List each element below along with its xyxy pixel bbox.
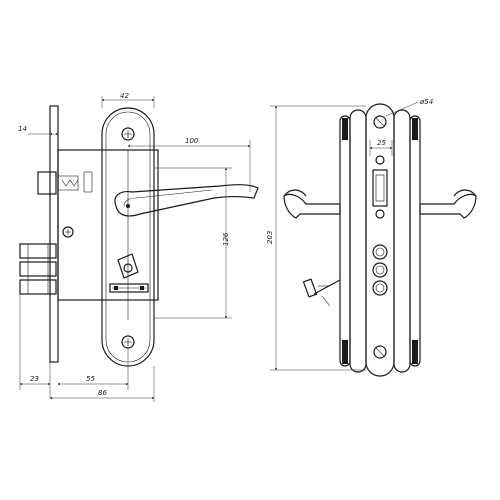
lock-faceplate: [49, 105, 59, 363]
cylinder-slot: [109, 283, 149, 293]
side-dimensions: 203 ø54 25: [266, 98, 433, 371]
top-screw-icon: [121, 127, 135, 141]
dim-54-label: ø54: [419, 98, 433, 106]
mortise-body: [57, 149, 159, 301]
bottom-screw-icon: [121, 335, 135, 349]
dim-14-label: 14: [18, 125, 27, 133]
right-lever-side: [419, 189, 477, 219]
dead-bolts: [19, 243, 57, 295]
outer-plate-right: [409, 115, 421, 367]
screw-icon: [62, 226, 74, 238]
bolt-hole: [372, 244, 388, 260]
outer-plate-left: [339, 115, 351, 367]
bolt-hole: [372, 262, 388, 278]
front-dimensions: 42 14 100 126 23 55 86: [18, 92, 251, 402]
lever-handle: [114, 184, 259, 217]
left-lever-side: [283, 189, 341, 219]
bolt-hole: [372, 280, 388, 296]
side-view: [283, 103, 477, 377]
dim-100-label: 100: [185, 137, 199, 145]
latch-bolt: [37, 171, 93, 195]
dim-55-label: 55: [86, 375, 95, 383]
dim-42-label: 42: [120, 92, 129, 100]
dim-23-label: 23: [30, 375, 39, 383]
face-bottom-screw-icon: [373, 345, 387, 359]
lock-face: [365, 103, 395, 377]
key-icon: [302, 278, 341, 307]
dim-126-label: 126: [222, 232, 230, 246]
dim-86-label: 86: [98, 389, 107, 397]
dim-203-label: 203: [266, 231, 274, 244]
dim-25-label: 25: [377, 139, 386, 147]
face-top-screw-icon: [373, 115, 387, 129]
